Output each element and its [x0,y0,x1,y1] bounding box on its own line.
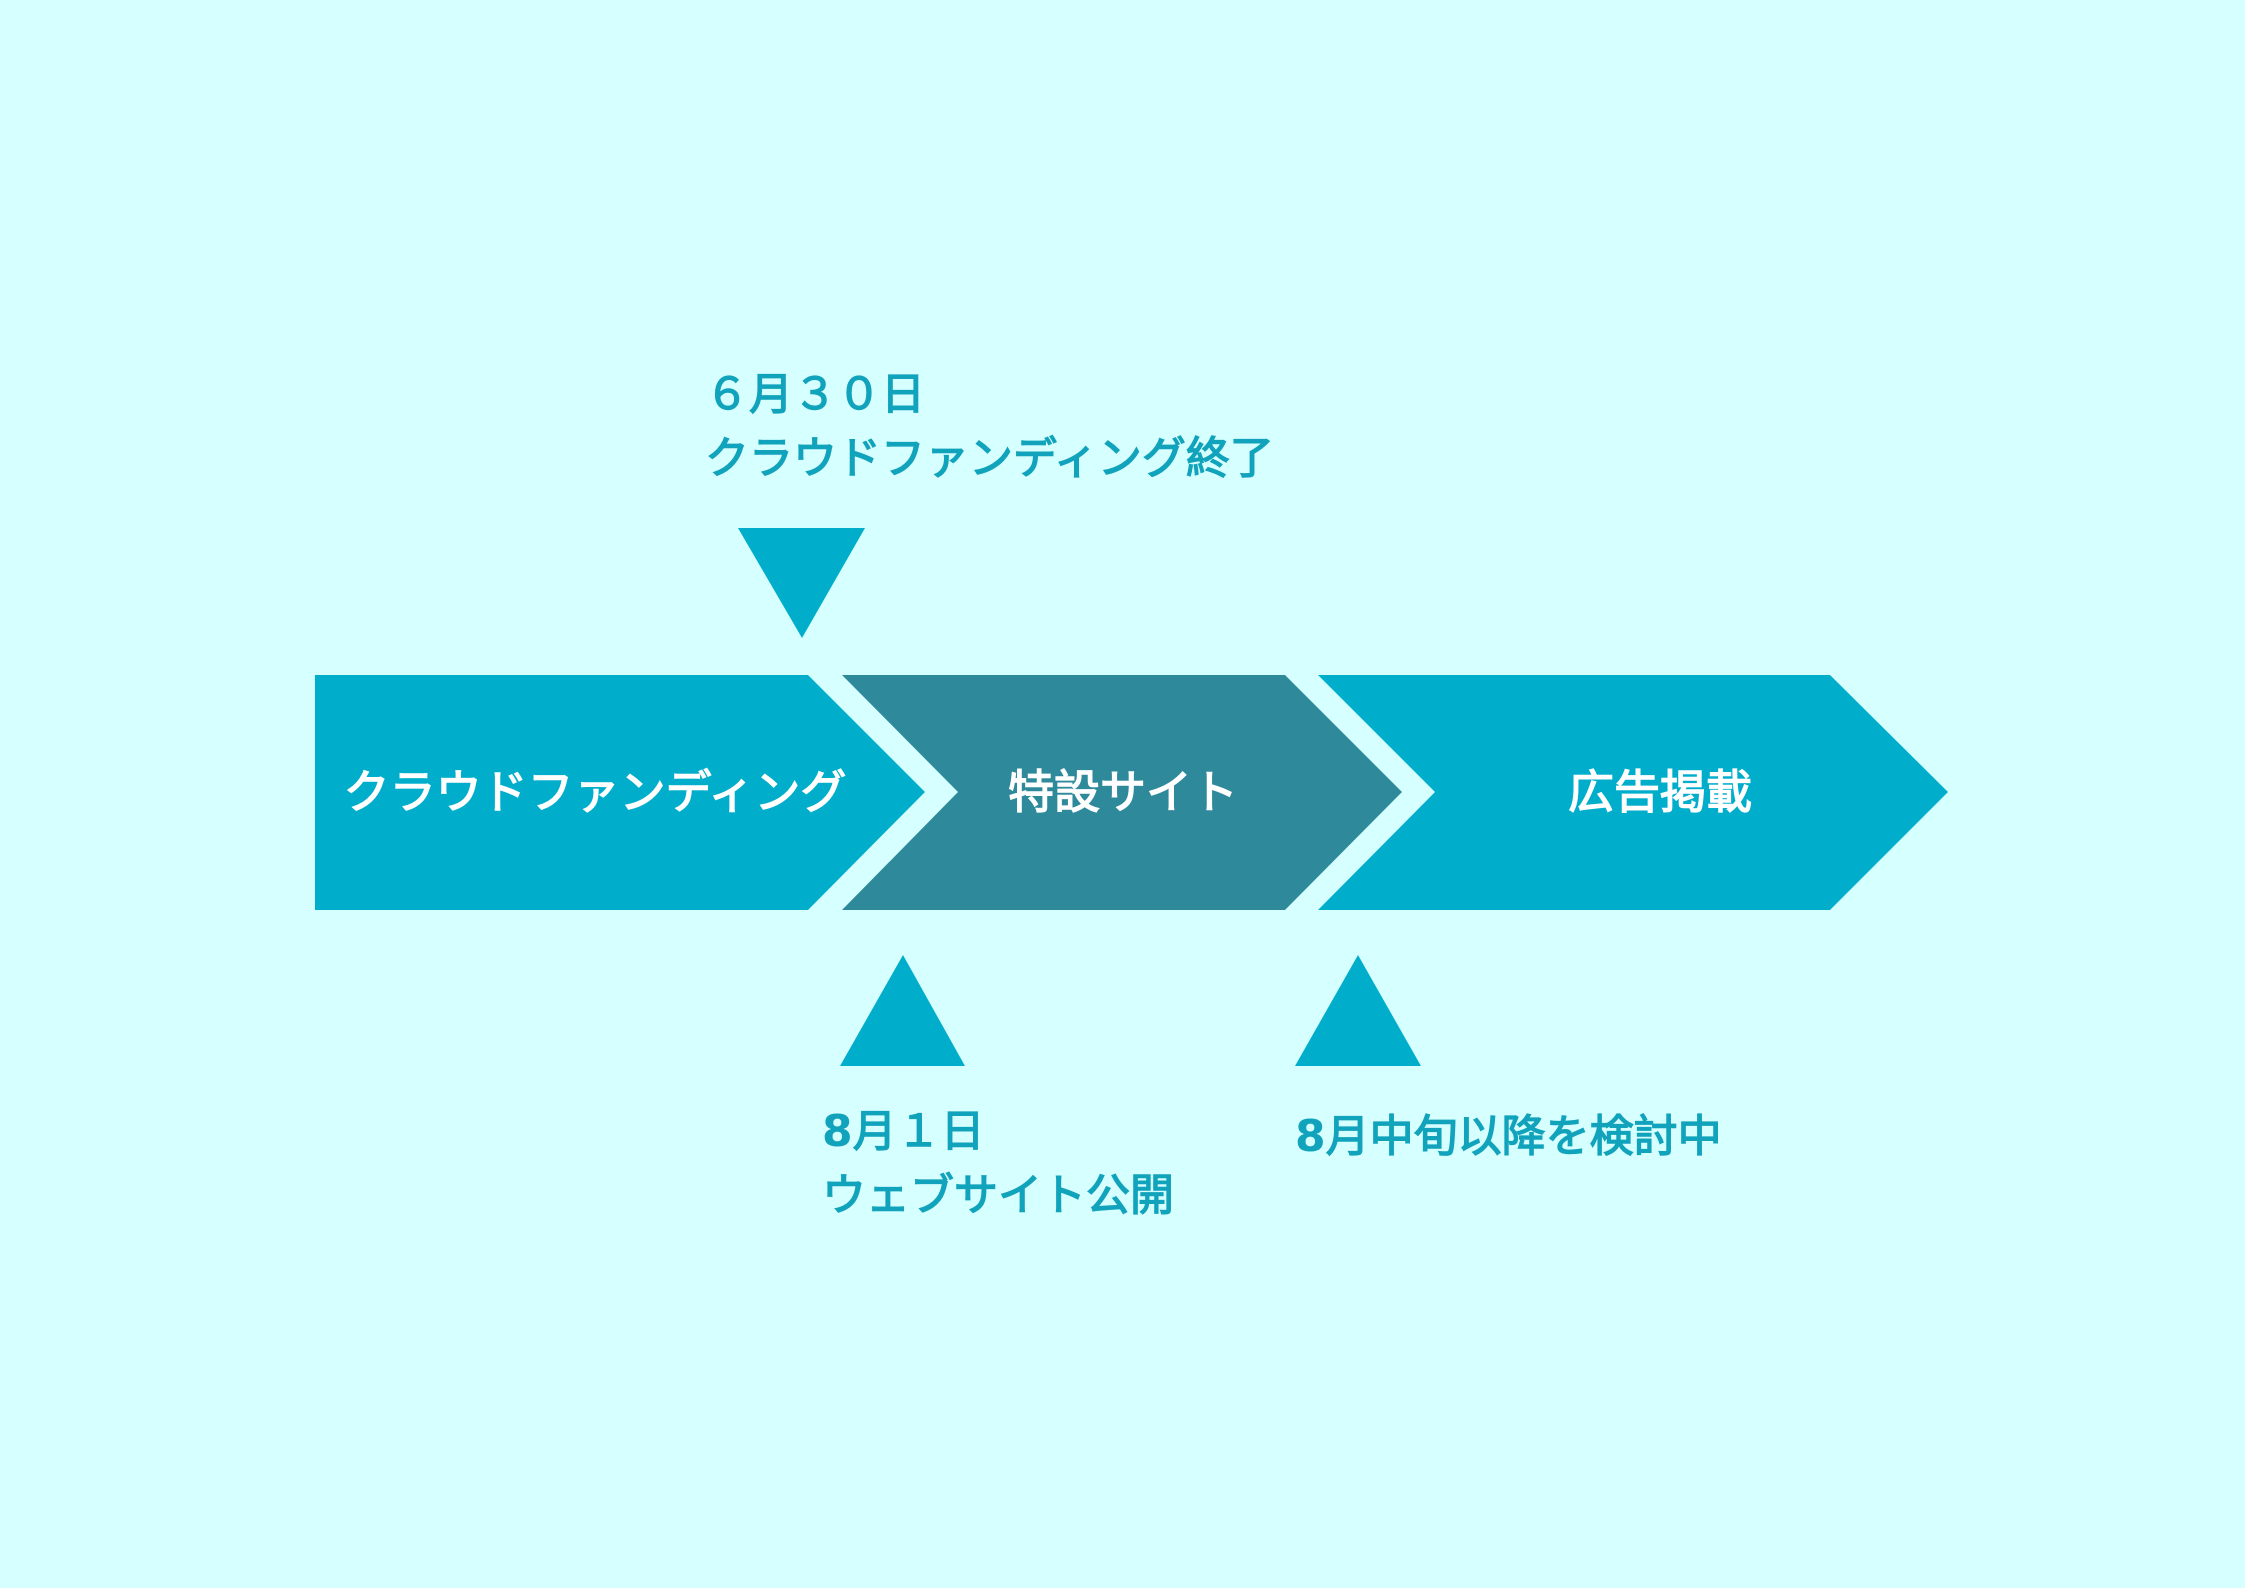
marker-triangle-up-site [840,955,965,1066]
stage-label-advertising: 広告掲載 [1568,765,1752,819]
stage-label-crowdfunding: クラウドファンディング [343,765,847,819]
milestone-date: 8月１日 [822,1106,985,1157]
milestone-date: 8月中旬以降を検討中 [1295,1111,1722,1162]
marker-triangle-up-ads [1295,955,1421,1066]
milestone-event: ウェブサイト公開 [822,1170,1174,1221]
milestone-date: ６月３０日 [705,369,925,420]
stage-arrow-crowdfunding [315,675,925,910]
stage-arrow-special-site [842,675,1402,910]
milestone-crowdfunding-end: ６月３０日 クラウドファンディング終了 [705,363,1274,491]
stage-arrow-advertising [1318,675,1948,910]
milestone-site-launch: 8月１日 ウェブサイト公開 [822,1100,1174,1228]
marker-triangle-down [738,528,865,638]
milestone-ads-plan: 8月中旬以降を検討中 [1295,1105,1722,1169]
milestone-event: クラウドファンディング終了 [705,433,1274,484]
stage-label-special-site: 特設サイト [1008,765,1238,819]
